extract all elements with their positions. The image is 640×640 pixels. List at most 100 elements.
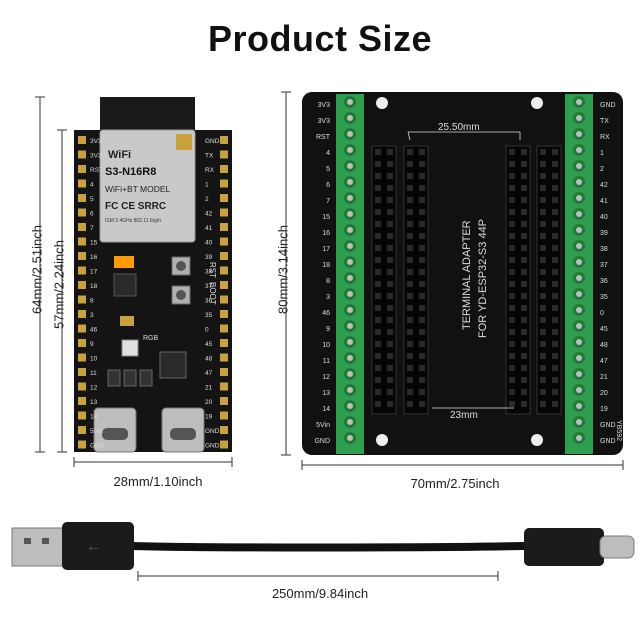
adapter-pin-label-right: 2 [600, 166, 604, 173]
board-pin-label-right: 47 [205, 370, 213, 377]
header-hole [375, 293, 381, 299]
board-pin [78, 426, 86, 434]
header-hole [509, 233, 515, 239]
adapter-pin-label-right: 37 [600, 262, 608, 269]
board-pin [220, 208, 228, 217]
board-pin-label-left: RST [90, 167, 103, 174]
header-hole [387, 269, 393, 275]
board-pin [78, 353, 86, 362]
header-hole [552, 185, 558, 191]
header-holes [375, 149, 558, 407]
header-hole [552, 341, 558, 347]
header-hole [407, 317, 413, 323]
header-hole [407, 329, 413, 335]
adapter-pin-label-left: 46 [322, 310, 330, 317]
board-pin-label-left: 46 [90, 327, 98, 334]
terminal-adapter: 25.50mm 23mm TERMINAL ADAPTER FOR YD-ESP… [302, 92, 623, 455]
header-hole [540, 173, 546, 179]
board-pin [220, 368, 228, 376]
header-hole [375, 365, 381, 371]
header-hole [419, 365, 425, 371]
terminal-screw-head [347, 323, 353, 329]
terminal-screw-head [347, 275, 353, 281]
adapter-pin-label-left: 13 [322, 390, 330, 397]
header-hole [387, 329, 393, 335]
board-pin-label-left: 4 [90, 182, 94, 189]
header-hole [540, 401, 546, 407]
header-hole [509, 353, 515, 359]
header-hole [387, 341, 393, 347]
header-hole [387, 173, 393, 179]
terminal-screw-head [576, 307, 582, 313]
terminal-screw-head [576, 387, 582, 393]
board-pin-label-left: 14 [90, 414, 98, 421]
terminal-screw-head [576, 211, 582, 217]
adapter-pin-label-right: 40 [600, 214, 608, 221]
board-pin [220, 281, 228, 289]
adapter-pin-label-left: RST [316, 134, 331, 141]
terminal-screw-head [347, 99, 353, 105]
header-hole [375, 245, 381, 251]
board-pin-label-right: GND [205, 428, 220, 435]
cable-length-label: 250mm/9.84inch [271, 586, 369, 601]
header-hole [419, 197, 425, 203]
header-hole [509, 317, 515, 323]
header-hole [375, 149, 381, 155]
adapter-pin-label-right: 1 [600, 150, 604, 157]
terminal-screw-head [576, 147, 582, 153]
header-hole [387, 365, 393, 371]
adapter-pin-label-right: 45 [600, 326, 608, 333]
header-hole [552, 197, 558, 203]
adapter-title-line1: TERMINAL ADAPTER [461, 220, 473, 330]
header-hole [407, 377, 413, 383]
header-hole [540, 197, 546, 203]
header-hole [509, 377, 515, 383]
board-pin-label-right: 2 [205, 196, 209, 203]
terminal-screw-head [347, 307, 353, 313]
header-hole [540, 233, 546, 239]
header-hole [419, 329, 425, 335]
header-hole [540, 185, 546, 191]
header-hole [552, 173, 558, 179]
module-model: S3-N16R8 [105, 166, 156, 178]
header-hole [552, 209, 558, 215]
terminal-screw-head [576, 371, 582, 377]
board-pin [78, 136, 86, 144]
header-hole [407, 401, 413, 407]
board-pin [78, 281, 86, 289]
header-hole [407, 185, 413, 191]
adapter-pin-label-right: 19 [600, 406, 608, 413]
terminal-screw-head [576, 243, 582, 249]
header-hole [419, 281, 425, 287]
header-hole [419, 233, 425, 239]
board-pin [78, 411, 86, 420]
header-hole [521, 353, 527, 359]
header-hole [387, 281, 393, 287]
adapter-pin-label-left: 3 [326, 294, 330, 301]
terminal-screw-head [347, 147, 353, 153]
header-hole [387, 389, 393, 395]
header-hole [540, 329, 546, 335]
header-hole [375, 377, 381, 383]
header-hole [375, 401, 381, 407]
adapter-pin-label-left: 7 [326, 198, 330, 205]
board-pin-label-left: GND [90, 443, 105, 450]
header-hole [509, 281, 515, 287]
board-pin [220, 339, 228, 347]
board-pin [220, 397, 228, 405]
header-hole [407, 293, 413, 299]
header-hole [375, 185, 381, 191]
board-pin [220, 165, 228, 173]
header-hole [509, 221, 515, 227]
header-hole [521, 269, 527, 275]
board-pin-label-right: 45 [205, 341, 213, 348]
header-hole [521, 329, 527, 335]
header-hole [521, 401, 527, 407]
header-hole [387, 161, 393, 167]
header-hole [387, 317, 393, 323]
header-hole [419, 401, 425, 407]
adapter-pin-label-left: 8 [326, 278, 330, 285]
terminal-screw-head [576, 131, 582, 137]
